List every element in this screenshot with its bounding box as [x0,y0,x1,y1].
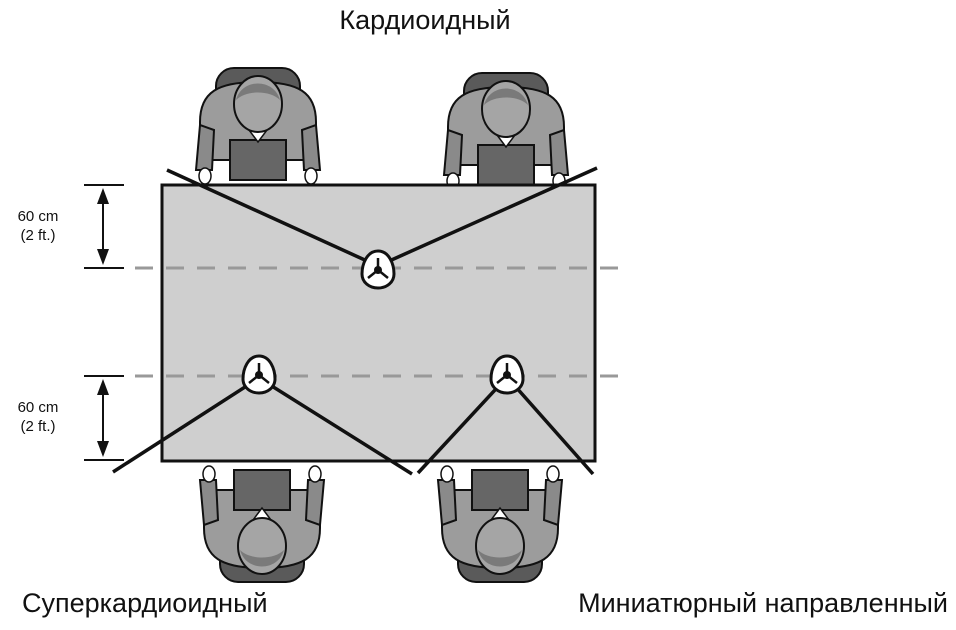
person-bottom-left-icon [199,465,325,583]
dimension-upper-metric: 60 cm [17,208,59,225]
person-top-right-icon [443,72,569,190]
miniature-directional-microphone-icon [489,354,525,395]
miniature-directional-pickup-lines [416,375,595,476]
dimension-label-upper: 60 cm (2 ft.) [8,207,68,245]
person-bottom-right-icon [437,465,563,583]
miniature-directional-label: Миниатюрный направленный [578,588,948,618]
dimension-lower-metric: 60 cm [17,399,59,416]
dimension-upper-imperial: (2 ft.) [20,227,56,244]
cardioid-label: Кардиоидный [339,5,511,35]
cardioid-pickup-lines [166,166,598,268]
supercardioid-label: Суперкардиоидный [22,588,268,618]
supercardioid-microphone-icon [241,354,277,395]
dimension-marker-lower [84,375,124,461]
supercardioid-pickup-lines [112,376,413,476]
dimension-lower-imperial: (2 ft.) [20,418,56,435]
person-top-left-icon [195,67,321,185]
cardioid-microphone-icon [360,249,396,290]
conference-table [160,183,597,463]
dimension-label-lower: 60 cm (2 ft.) [8,398,68,436]
dimension-marker-upper [84,184,124,269]
